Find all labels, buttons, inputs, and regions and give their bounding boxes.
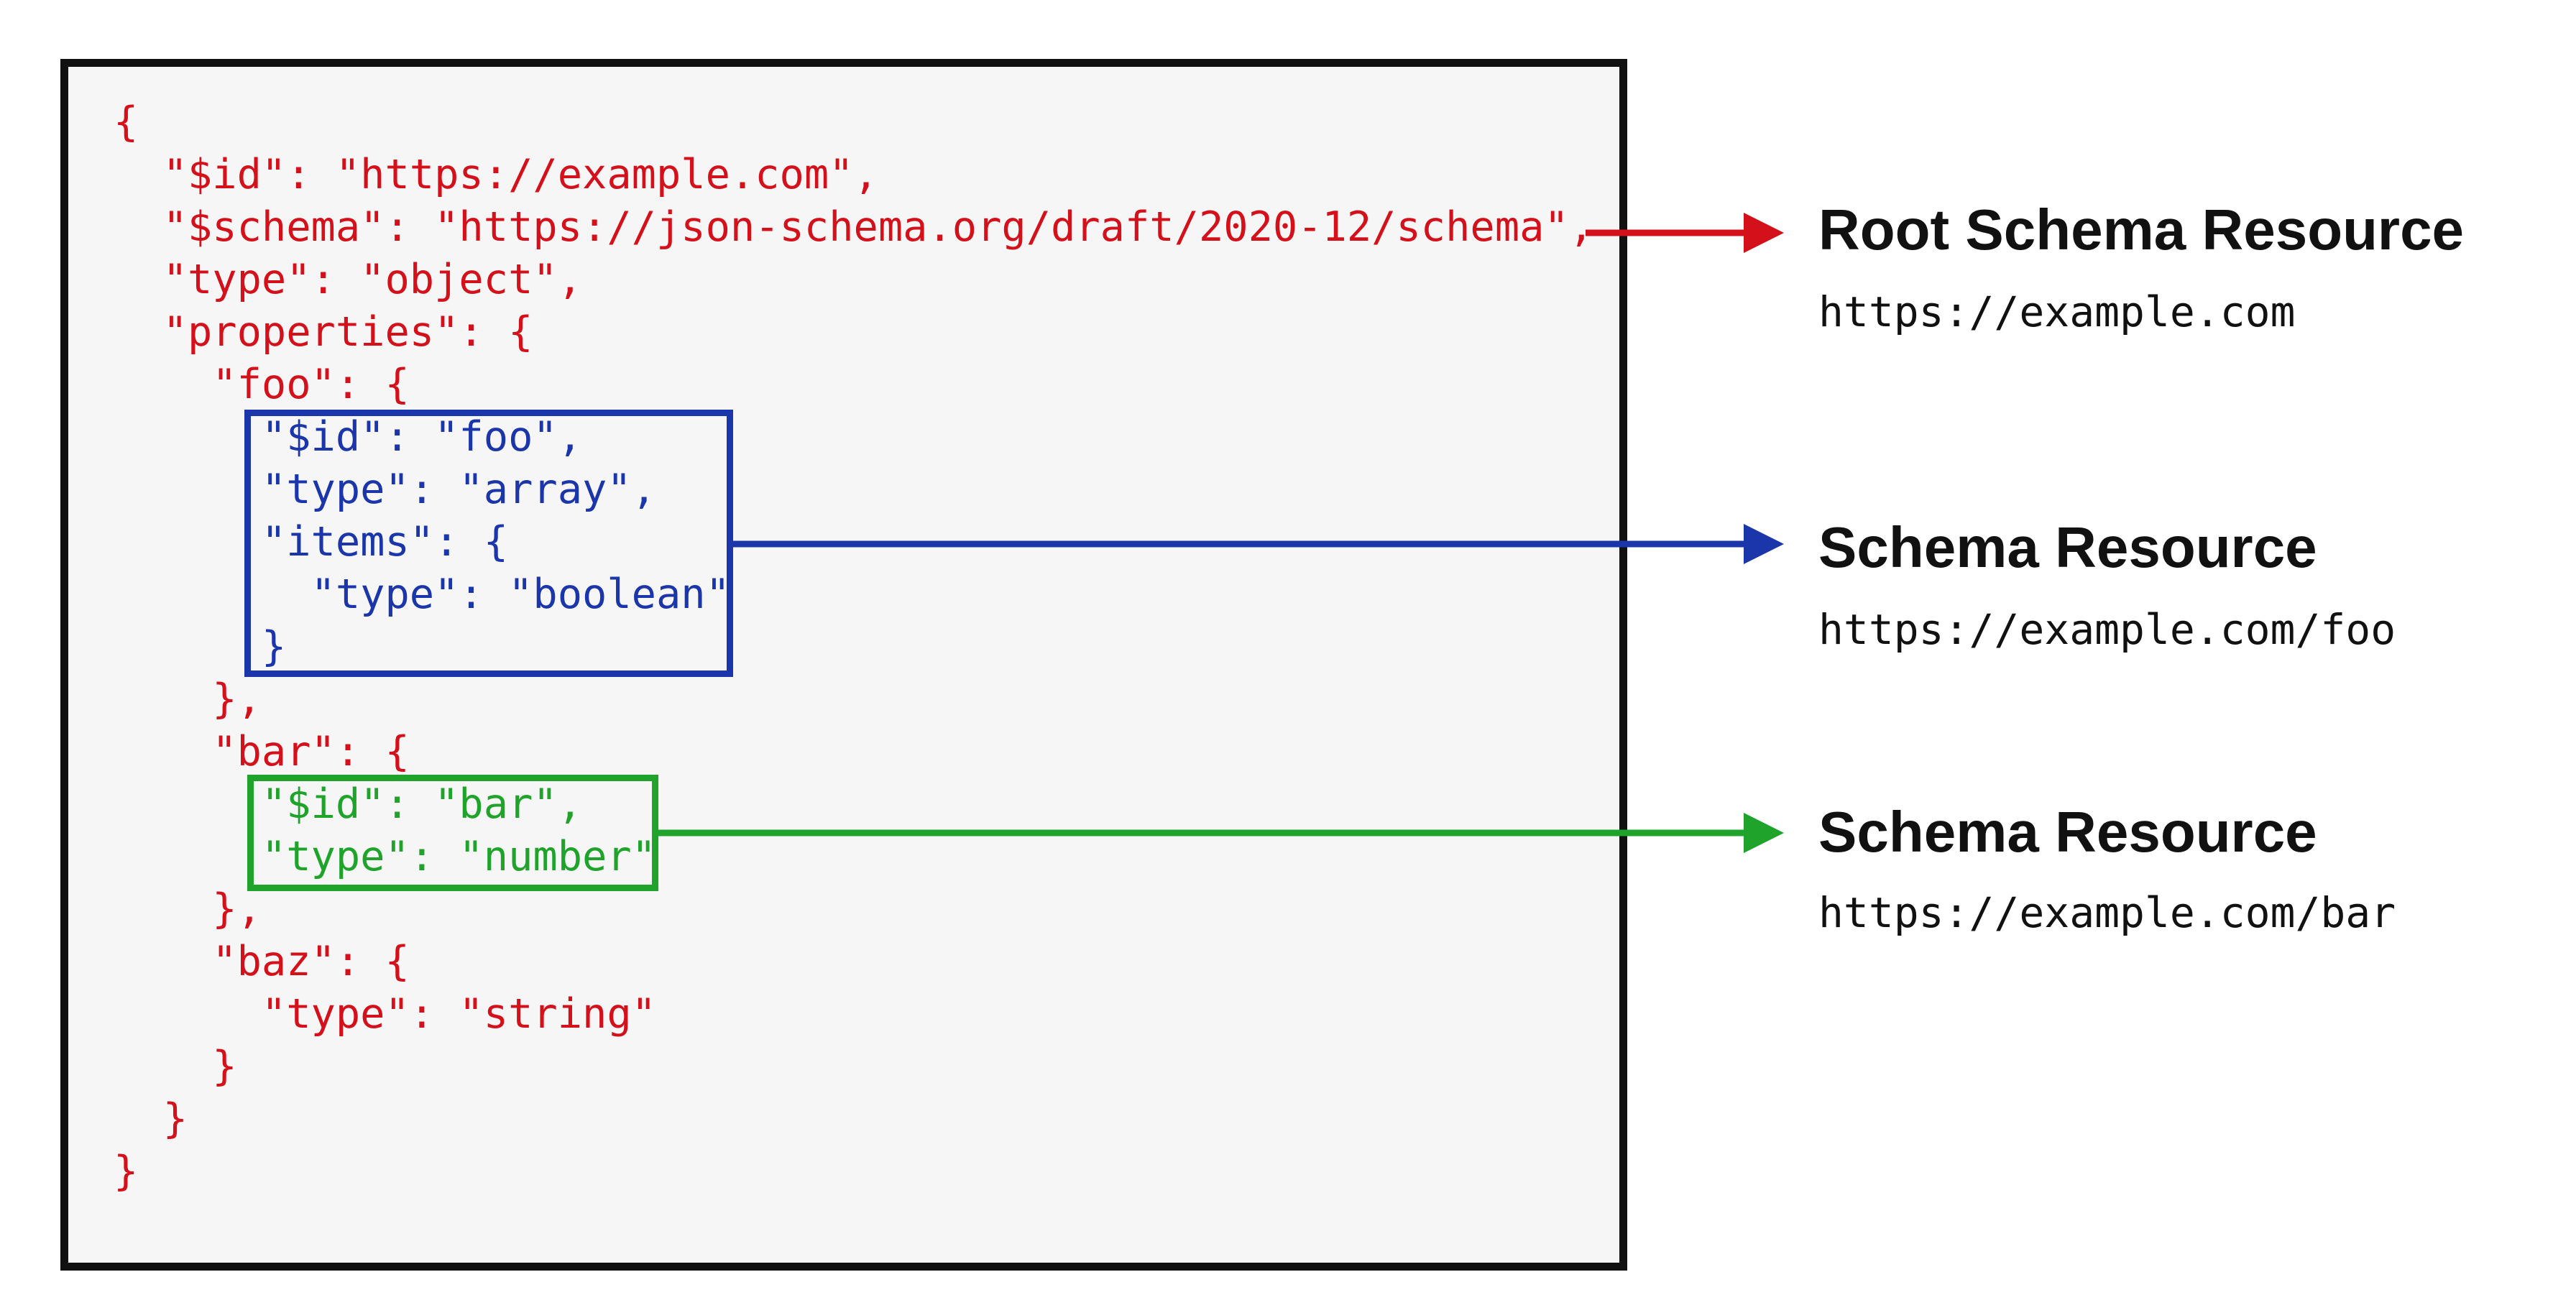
foo-schema-resource-uri: https://example.com/foo	[1818, 605, 2396, 654]
schema-code-block: { "$id": "https://example.com", "$schema…	[114, 96, 1593, 1198]
bar-schema-resource-title: Schema Resource	[1818, 800, 2317, 864]
foo-schema-resource-title: Schema Resource	[1818, 515, 2317, 579]
code-segment-root-mid: }, "bar": {	[212, 676, 410, 775]
arrowhead-right-icon	[1744, 213, 1784, 253]
code-segment-foo-schema: "$id": "foo", "type": "array", "items": …	[261, 413, 730, 670]
root-schema-resource-uri: https://example.com	[1818, 287, 2296, 336]
code-segment-root-top: { "$id": "https://example.com", "$schema…	[114, 98, 1594, 408]
arrowhead-right-icon	[1744, 524, 1784, 564]
code-segment-root-bottom: }, "baz": { "type": "string" } } }	[114, 885, 656, 1195]
root-schema-resource-title: Root Schema Resource	[1818, 198, 2465, 262]
bar-schema-resource-uri: https://example.com/bar	[1818, 888, 2396, 937]
arrowhead-right-icon	[1744, 813, 1784, 853]
schema-document-frame	[60, 59, 1627, 1271]
code-segment-bar-schema: "$id": "bar", "type": "number"	[261, 780, 656, 880]
